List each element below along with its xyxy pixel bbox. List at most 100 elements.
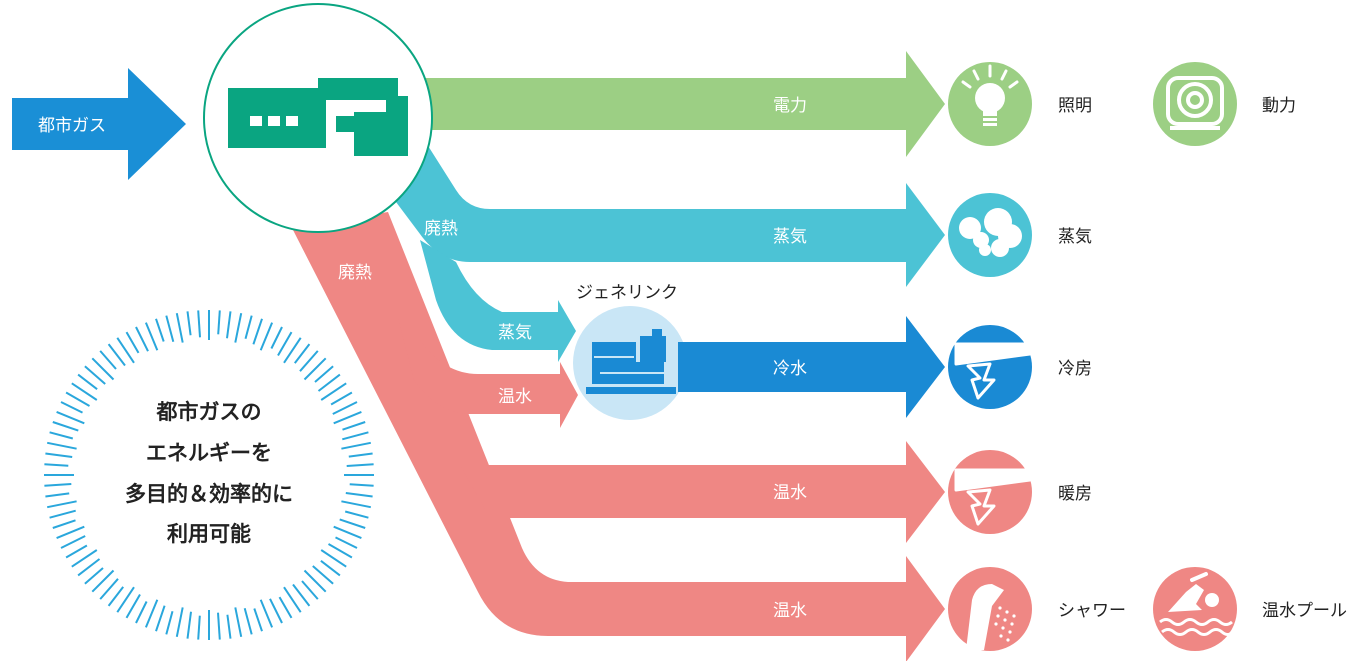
waste-heat-lower-label: 廃熱 xyxy=(338,263,372,283)
lighting-label: 照明 xyxy=(1058,96,1092,116)
heating-hot-water-label: 温水 xyxy=(773,483,807,503)
sunburst-ray xyxy=(301,580,319,600)
badge-line-3: 多目的＆効率的に xyxy=(125,482,293,506)
sunburst-ray xyxy=(155,318,165,342)
sunburst-ray xyxy=(253,608,263,632)
sunburst-ray xyxy=(135,326,149,352)
sunburst-ray xyxy=(44,463,69,467)
sunburst-ray xyxy=(341,441,371,450)
air-conditioner-heat-icon xyxy=(954,468,1032,526)
sunburst-ray xyxy=(217,310,221,335)
sunburst-ray xyxy=(333,410,362,425)
sunburst-ray xyxy=(52,421,79,432)
sunburst-ray xyxy=(345,492,373,498)
sunburst-ray xyxy=(244,315,253,340)
heating-node xyxy=(948,450,1032,534)
sunburst-ray xyxy=(45,452,73,458)
sunburst-ray xyxy=(283,337,302,364)
sunburst-ray xyxy=(349,483,374,487)
sunburst-ray xyxy=(125,594,141,619)
city-gas-label: 都市ガス xyxy=(38,116,106,136)
pool-node xyxy=(1153,567,1237,651)
sunburst-ray xyxy=(155,605,166,632)
sunburst-ray xyxy=(197,615,201,640)
badge-line-2: エネルギーを xyxy=(146,441,272,465)
sunburst-ray xyxy=(344,510,369,519)
genelink-node xyxy=(573,306,687,420)
sunburst-ray xyxy=(346,463,374,467)
sunburst-ray xyxy=(71,549,98,568)
sunburst-ray xyxy=(44,483,72,487)
sunburst-ray xyxy=(339,518,366,529)
sunburst-ray xyxy=(333,525,362,540)
sunburst-ray xyxy=(49,509,76,519)
sunburst-ray xyxy=(56,525,85,540)
sunburst-ray xyxy=(234,607,243,637)
shower-label: シャワー xyxy=(1058,601,1126,621)
sunburst-ray xyxy=(243,608,253,635)
steam-main-label: 蒸気 xyxy=(773,227,807,247)
sunburst-ray xyxy=(65,544,88,559)
sunburst-ray xyxy=(277,331,293,356)
genelink-steam-arrow xyxy=(420,240,576,362)
sunburst-ray xyxy=(165,610,174,635)
sunburst-ray xyxy=(45,492,70,498)
sunburst-ray xyxy=(165,315,175,342)
genelink-hot-water-arrow xyxy=(398,318,578,428)
sunburst-ray xyxy=(328,543,353,559)
heating-label: 暖房 xyxy=(1058,484,1092,504)
cooling-node xyxy=(948,325,1032,409)
steam-use-node xyxy=(948,193,1032,277)
sunburst-ray xyxy=(226,614,232,639)
chilled-water-arrow xyxy=(678,316,945,418)
power-node xyxy=(1153,62,1237,146)
power-label: 動力 xyxy=(1262,96,1296,116)
steam-use-label: 蒸気 xyxy=(1058,227,1092,247)
steam-main-arrow xyxy=(372,130,945,287)
plant-node xyxy=(203,3,433,233)
sunburst-ray xyxy=(259,599,274,628)
sunburst-ray xyxy=(107,343,126,367)
sunburst-ray xyxy=(320,560,341,577)
sunburst-ray xyxy=(303,569,327,593)
sunburst-ray xyxy=(91,569,115,593)
sunburst-ray xyxy=(342,431,369,441)
sunburst-ray xyxy=(52,519,76,529)
efficiency-badge: 都市ガスの エネルギーを 多目的＆効率的に 利用可能 xyxy=(44,310,374,640)
sunburst-ray xyxy=(335,536,358,549)
heating-hot-water-arrow xyxy=(460,441,945,543)
electricity-label: 電力 xyxy=(773,96,807,116)
sunburst-ray xyxy=(116,586,135,613)
sunburst-ray xyxy=(47,441,77,450)
badge-line-4: 利用可能 xyxy=(167,522,251,546)
sunburst-ray xyxy=(107,586,124,607)
sunburst-ray xyxy=(278,596,293,619)
air-conditioner-cool-icon xyxy=(954,342,1032,400)
sunburst-ray xyxy=(84,365,106,385)
shower-node xyxy=(948,567,1032,651)
sunburst-ray xyxy=(320,382,347,401)
sunburst-ray xyxy=(317,373,341,392)
sunburst-ray xyxy=(303,357,327,381)
steam-branch-label: 蒸気 xyxy=(498,323,532,343)
cooling-label: 冷房 xyxy=(1058,359,1092,379)
sunburst-ray xyxy=(91,357,115,381)
sunburst-ray xyxy=(259,322,274,351)
sunburst-ray xyxy=(226,311,232,339)
sunburst-ray xyxy=(292,583,311,607)
chilled-water-label: 冷水 xyxy=(773,359,807,379)
waste-heat-upper-label: 廃熱 xyxy=(424,219,458,239)
hot-water-flows xyxy=(292,212,945,661)
sunburst-ray xyxy=(348,452,373,458)
sunburst-ray xyxy=(56,410,85,425)
sunburst-ray xyxy=(144,599,159,628)
light-bulb-icon xyxy=(961,64,1019,126)
sunburst-ray xyxy=(99,578,119,600)
shower-head-icon xyxy=(966,584,1016,650)
genelink-machine-icon xyxy=(586,329,676,394)
sunburst-ray xyxy=(314,365,334,383)
sunburst-ray xyxy=(84,567,104,585)
sunburst-ray xyxy=(186,311,192,336)
badge-line-1: 都市ガスの xyxy=(156,400,262,424)
